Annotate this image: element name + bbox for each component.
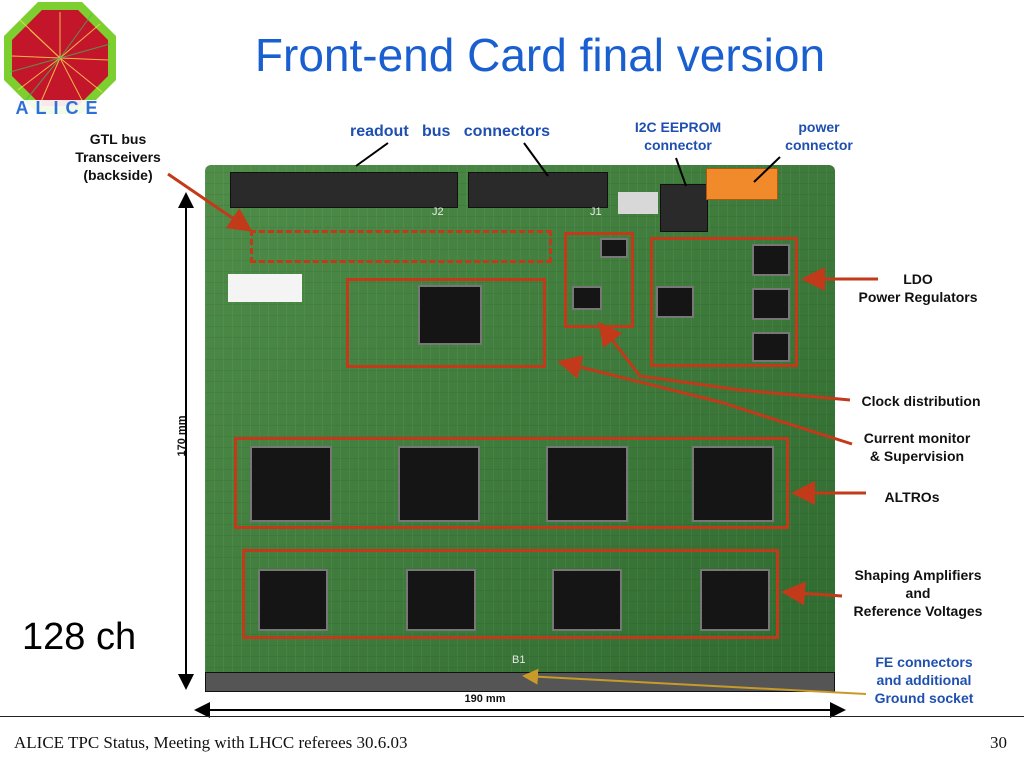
- label-readout-bus: readout bus connectors: [349, 123, 551, 140]
- ldo-chip-3: [752, 332, 790, 362]
- label-shaping-amplifiers: Shaping Amplifiers and Reference Voltage…: [853, 567, 983, 619]
- altro-chip-2: [398, 446, 480, 522]
- label-fe-connectors: FE connectors and additional Ground sock…: [874, 654, 974, 706]
- slide-title: Front-end Card final version: [254, 29, 826, 81]
- footer-text: ALICE TPC Status, Meeting with LHCC refe…: [14, 733, 408, 752]
- ldo-chip-2: [752, 288, 790, 320]
- current-arrow: [557, 355, 853, 446]
- channel-count-label: 128 ch: [22, 616, 137, 658]
- white-label-left: [228, 274, 302, 302]
- clock-chip: [600, 238, 628, 258]
- logo-text: ALICE: [15, 98, 105, 118]
- alice-logo: ALICE: [0, 0, 120, 120]
- label-power-connector: power connector: [785, 119, 853, 153]
- i2c-eeprom-connector: [660, 184, 708, 232]
- shaping-chip-4: [700, 569, 770, 631]
- clock-arrow: [598, 321, 851, 402]
- board-mark-j1: J1: [590, 206, 602, 218]
- label-gtl-transceivers: GTL bus Transceivers (backside): [75, 131, 161, 183]
- altro-chip-3: [546, 446, 628, 522]
- shaping-amplifiers-highlight: [242, 549, 779, 639]
- altros-highlight: [234, 437, 789, 529]
- shaping-chip-2: [406, 569, 476, 631]
- label-current-monitor: Current monitor & Supervision: [863, 430, 971, 464]
- readout-leader-2: [523, 142, 549, 177]
- readout-connector-j1: [468, 172, 608, 208]
- label-altros: ALTROs: [884, 489, 940, 505]
- gtl-transceivers-highlight: [250, 230, 552, 263]
- label-clock-distribution: Clock distribution: [861, 393, 981, 409]
- white-label-top: [618, 192, 658, 214]
- shaping-arrow: [781, 581, 843, 606]
- alice-logo-graphic: [0, 2, 120, 118]
- fe-connectors-strip: [205, 672, 835, 692]
- readout-connector-j2: [230, 172, 458, 208]
- altro-chip-4: [692, 446, 774, 522]
- readout-leader-1: [355, 142, 389, 167]
- ldo-chip-1: [752, 244, 790, 276]
- altro-chip-1: [250, 446, 332, 522]
- fpga-chip: [418, 285, 482, 345]
- current-monitor-highlight: [346, 278, 546, 368]
- dimension-width-label: 190 mm: [464, 693, 506, 705]
- shaping-chip-1: [258, 569, 328, 631]
- shaping-chip-3: [552, 569, 622, 631]
- dimension-height-label: 170 mm: [176, 415, 188, 457]
- power-leader: [753, 156, 781, 183]
- page-number: 30: [990, 733, 1007, 752]
- ldo-regulators-highlight: [650, 237, 798, 367]
- footer-divider: [0, 716, 1024, 717]
- label-ldo: LDO Power Regulators: [858, 271, 978, 305]
- fe-arrow: [522, 668, 867, 695]
- i2c-leader: [675, 157, 687, 187]
- board-mark-b1: B1: [512, 654, 526, 666]
- board-mark-j2: J2: [432, 206, 444, 218]
- label-i2c-eeprom: I2C EEPROM connector: [634, 119, 722, 153]
- ldo-chip-4: [656, 286, 694, 318]
- gtl-arrow: [167, 172, 253, 232]
- monitor-chip: [572, 286, 602, 310]
- power-connector: [706, 168, 778, 200]
